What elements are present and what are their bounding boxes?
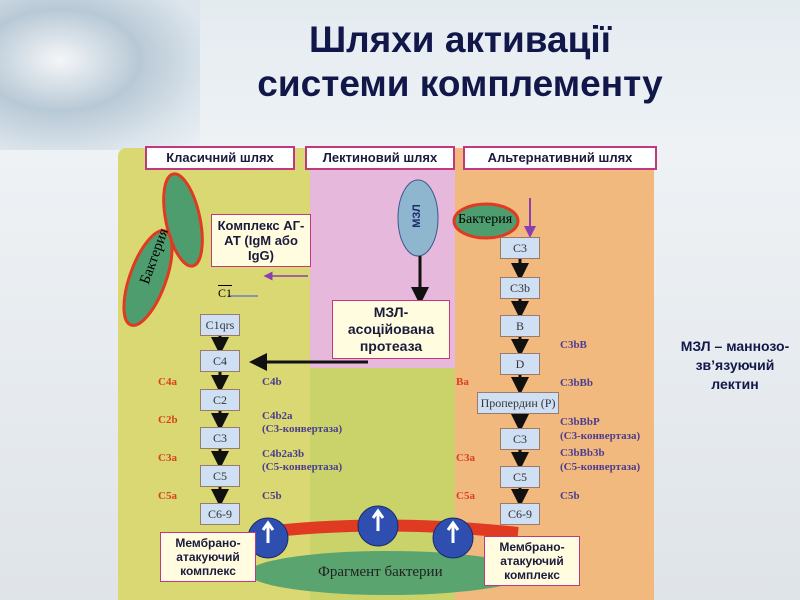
product-c5b: C5b	[262, 490, 282, 502]
mac-note-classical: Мембрано-атакуючий комплекс	[160, 532, 256, 582]
fragment-label: Фрагмент бактерии	[318, 564, 443, 580]
bacteria-shape	[162, 172, 204, 268]
product-c5-convertase: (C5-конвертаза)	[262, 461, 343, 473]
alt-product-c3-convertase: (C3-конвертаза)	[560, 430, 641, 442]
header-classical: Класичний шлях	[145, 146, 295, 170]
header-alternative: Альтернативний шлях	[463, 146, 657, 170]
product-c3bb: C3bB	[560, 339, 587, 351]
product-c3bbbp: C3bBbP	[560, 416, 600, 428]
surgeon-photo	[0, 0, 200, 150]
alt-box-c6-9: C6-9	[500, 503, 540, 525]
product-c5a: C5a	[158, 490, 177, 502]
product-c4a: C4a	[158, 376, 177, 388]
alt-box-properdin: Пропердин (P)	[477, 392, 559, 414]
alt-box-c3b: C3b	[500, 277, 540, 299]
mbl-definition-note: МЗЛ – маннозо-зв’язуючий лектин	[680, 338, 790, 392]
box-c2: C2	[200, 389, 240, 411]
box-c5: C5	[200, 465, 240, 487]
bacteria-fragment-shape	[248, 551, 528, 595]
alt-box-c3: C3	[500, 237, 540, 259]
title-line-1: Шляхи активації	[308, 19, 612, 60]
bacteria-shape	[122, 229, 174, 327]
product-c3-convertase: (C3-конвертаза)	[262, 423, 343, 435]
box-c1qrs: C1qrs	[200, 314, 240, 336]
box-c6-9: C6-9	[200, 503, 240, 525]
alt-product-c5-convertase: (C5-конвертаза)	[560, 461, 641, 473]
alt-box-b: B	[500, 315, 540, 337]
product-c4b: C4b	[262, 376, 282, 388]
mbl-label: МЗЛ	[410, 204, 423, 228]
alt-product-c3a: C3a	[456, 452, 475, 464]
product-c3bbb3b: C3bBb3b	[560, 447, 605, 459]
alt-bacteria-label: Бактерия	[458, 212, 513, 227]
product-c4b2a: C4b2a	[262, 410, 293, 422]
alt-box-d: D	[500, 353, 540, 375]
alt-box-c5: C5	[500, 466, 540, 488]
c1-label: C1	[218, 286, 233, 300]
product-ba: Ba	[456, 376, 469, 388]
product-c3a: C3a	[158, 452, 177, 464]
product-c3bbb: C3bBb	[560, 377, 594, 389]
header-lectin: Лектиновий шлях	[305, 146, 455, 170]
product-c2b: C2b	[158, 414, 178, 426]
product-c4b2a3b: C4b2a3b	[262, 448, 305, 460]
page-title: Шляхи активації системи комплементу	[200, 18, 720, 106]
box-c4: C4	[200, 350, 240, 372]
alt-box-c3-2: C3	[500, 428, 540, 450]
mbl-protease-note: МЗЛ-асоційована протеаза	[332, 300, 450, 359]
title-line-2: системи комплементу	[257, 63, 663, 104]
mbl-shape	[397, 179, 439, 257]
alt-product-c5b: C5b	[560, 490, 580, 502]
bacteria-shape	[452, 202, 520, 240]
alt-product-c5a: C5a	[456, 490, 475, 502]
mac-note-alternative: Мембрано-атакуючий комплекс	[484, 536, 580, 586]
ag-at-complex-note: Комплекс АГ-АТ (IgM або IgG)	[211, 214, 311, 267]
box-c3: C3	[200, 427, 240, 449]
